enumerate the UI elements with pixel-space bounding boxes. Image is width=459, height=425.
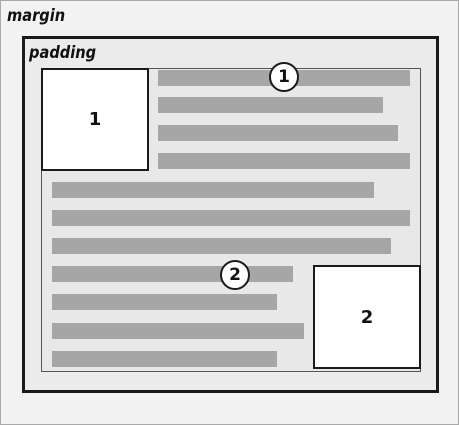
text-line-4 bbox=[158, 153, 410, 169]
text-line-5 bbox=[52, 182, 374, 198]
text-line-11 bbox=[52, 351, 277, 367]
marker-1: 1 bbox=[269, 62, 299, 92]
text-line-7 bbox=[52, 238, 391, 254]
marker-2: 2 bbox=[220, 260, 250, 290]
padding-label: padding bbox=[29, 43, 97, 63]
floated-box-1: 1 bbox=[41, 68, 149, 171]
text-line-10 bbox=[52, 323, 304, 339]
text-line-2 bbox=[158, 97, 383, 113]
text-line-8 bbox=[52, 266, 293, 282]
floated-box-2: 2 bbox=[313, 265, 421, 369]
text-line-3 bbox=[158, 125, 398, 141]
text-line-6 bbox=[52, 210, 410, 226]
margin-label: margin bbox=[7, 6, 66, 26]
text-line-9 bbox=[52, 294, 277, 310]
